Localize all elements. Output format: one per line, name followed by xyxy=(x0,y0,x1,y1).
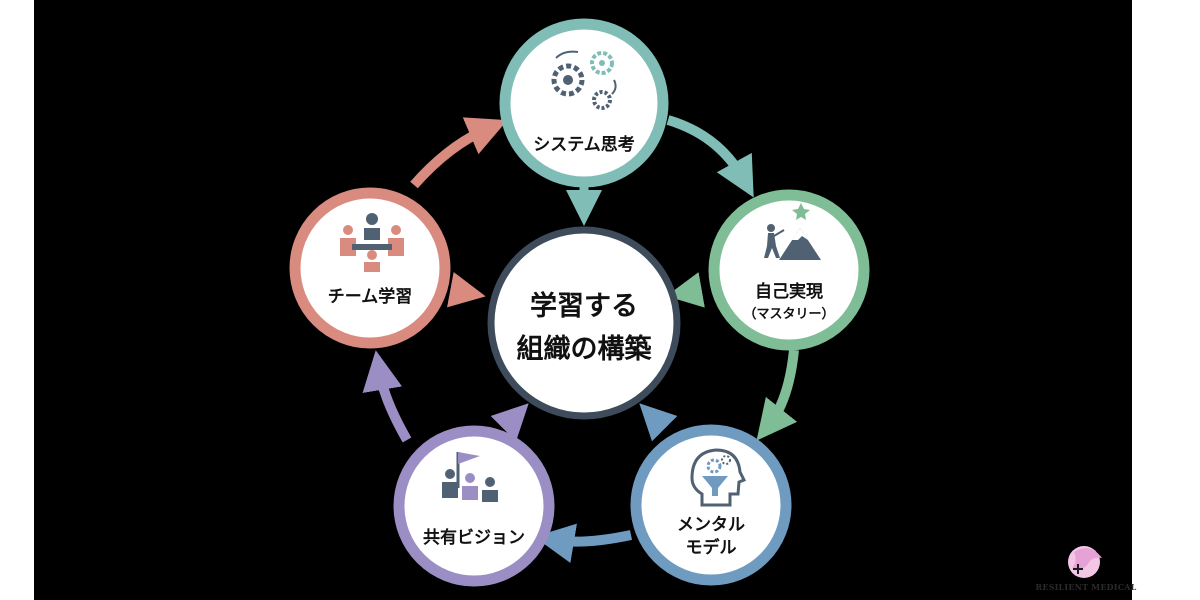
arrow-mental-to-vision xyxy=(534,523,633,564)
arrow-mastery-to-mental xyxy=(756,349,799,441)
logo-text: RESILIENT MEDICAL xyxy=(1035,582,1137,592)
node-systems-thinking-label: システム思考 xyxy=(533,134,635,155)
arrow-vision-to-center xyxy=(490,403,529,442)
node-team-learning: チーム学習 xyxy=(289,187,451,349)
node-shared-vision: 共有ビジョン xyxy=(393,425,555,587)
head-funnel-icon xyxy=(690,448,747,507)
team-flag-icon xyxy=(442,452,498,502)
logo-mark-icon xyxy=(1068,546,1102,578)
node-mental-models-label-line2: モデル xyxy=(686,537,737,558)
node-personal-mastery-sublabel: （マスタリー） xyxy=(743,306,834,322)
node-personal-mastery: 自己実現 （マスタリー） xyxy=(708,189,870,351)
node-systems-thinking: システム思考 xyxy=(499,18,669,188)
node-mental-models-label-line1: メンタル xyxy=(677,515,745,535)
team-meeting-icon xyxy=(340,213,404,272)
center-node: 学習する 組織の構築 xyxy=(487,226,681,420)
arrow-mental-to-center xyxy=(639,403,678,442)
arrow-vision-to-team xyxy=(362,350,412,443)
arrow-team-to-center xyxy=(446,271,486,308)
node-personal-mastery-label: 自己実現 xyxy=(755,281,823,302)
center-title-line2: 組織の構築 xyxy=(517,333,653,365)
gears-icon xyxy=(551,50,617,110)
resilient-medical-logo: RESILIENT MEDICAL xyxy=(1034,538,1138,600)
learning-organization-diagram: 学習する 組織の構築 システム思考 xyxy=(289,18,870,587)
arrow-systems-to-mastery xyxy=(666,115,754,198)
diagram-canvas: 学習する 組織の構築 システム思考 xyxy=(34,0,1132,600)
node-shared-vision-label: 共有ビジョン xyxy=(423,527,525,548)
center-title-line1: 学習する xyxy=(530,290,638,322)
arrow-mastery-to-center xyxy=(666,272,705,308)
mountain-climber-icon xyxy=(764,203,821,260)
node-team-learning-label: チーム学習 xyxy=(328,286,413,307)
arrow-team-to-systems xyxy=(410,117,508,189)
node-mental-models: メンタル モデル xyxy=(630,424,792,586)
